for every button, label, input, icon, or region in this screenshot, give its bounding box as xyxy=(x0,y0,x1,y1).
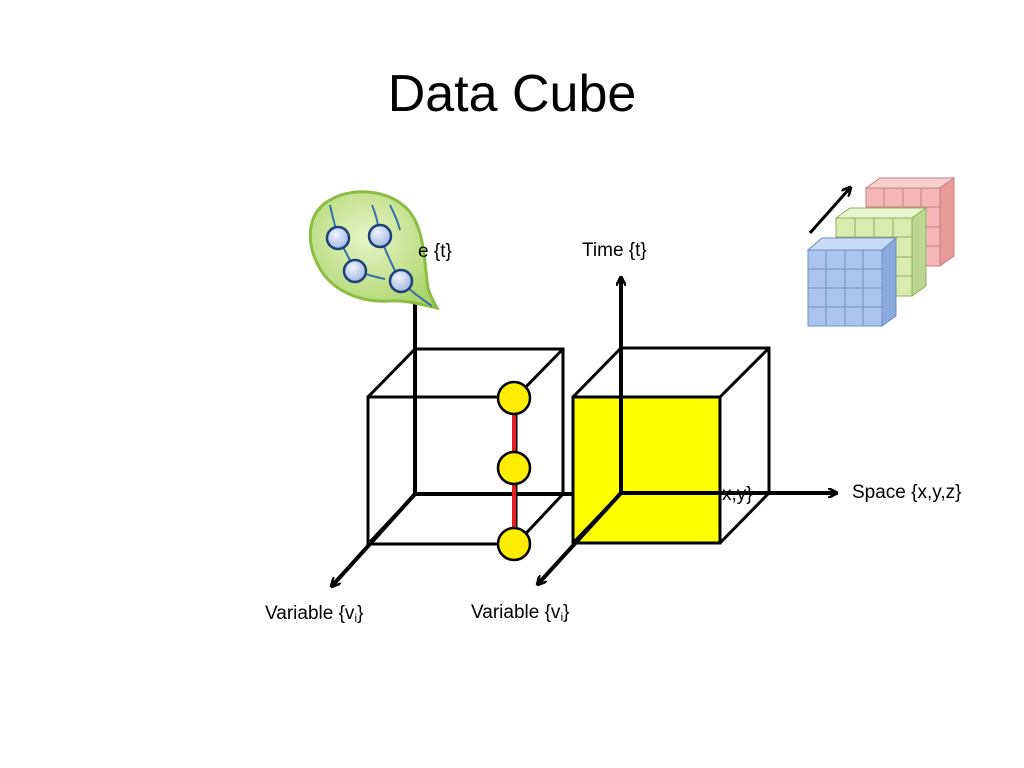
space-axis-label: Space {x,y,z} xyxy=(852,482,962,503)
node-top xyxy=(496,380,532,416)
node-middle xyxy=(496,450,532,486)
graph-bubble-icon xyxy=(308,190,440,311)
left-variable-close: } xyxy=(357,603,364,624)
blue-cube xyxy=(806,236,898,327)
right-space-partial-label: x,y} xyxy=(722,484,753,505)
stacked-cubes-icon xyxy=(806,177,956,327)
left-variable-text: Variable {v xyxy=(265,603,355,624)
right-variable-label: Variable {vi} xyxy=(471,602,569,624)
node-bottom xyxy=(496,526,532,562)
right-variable-text: Variable {v xyxy=(471,602,561,623)
right-time-label: Time {t} xyxy=(582,240,647,261)
left-time-label: e {t} xyxy=(418,241,452,262)
slide-title: Data Cube xyxy=(387,65,637,123)
right-variable-close: } xyxy=(563,602,570,623)
left-variable-subscript: i xyxy=(354,611,358,625)
left-variable-axis xyxy=(332,492,417,586)
left-variable-label: Variable {vi} xyxy=(265,603,363,625)
right-variable-subscript: i xyxy=(560,610,564,624)
right-variable-axis xyxy=(538,491,623,584)
